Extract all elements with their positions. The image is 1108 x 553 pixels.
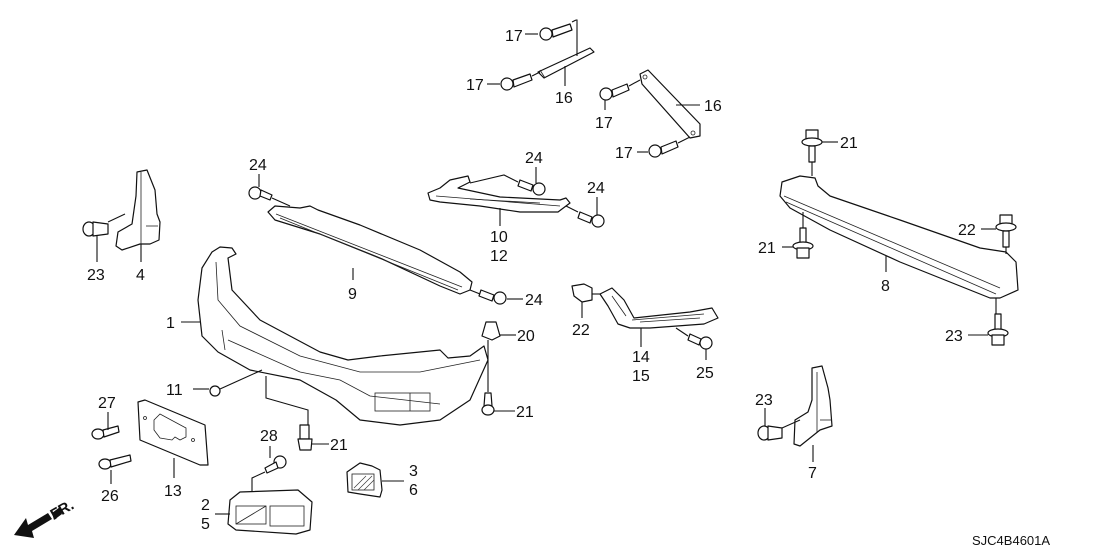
callout-11[interactable]: 11 <box>166 382 183 399</box>
bolt-19[interactable] <box>265 376 313 451</box>
callout-25[interactable]: 25 <box>696 365 714 382</box>
clip-23-left[interactable] <box>82 213 126 237</box>
callout-24[interactable]: 24 <box>249 157 267 174</box>
callouts: 17 17 16 16 17 17 24 24 10 12 24 9 24 <box>87 28 1050 548</box>
part-16-stay-upper[interactable] <box>537 47 595 79</box>
screw-20[interactable] <box>481 392 495 416</box>
callout-7[interactable]: 7 <box>808 465 817 482</box>
part-2-fog-light-garnish[interactable] <box>227 489 313 535</box>
part-7-side-spacer[interactable] <box>793 365 833 447</box>
flange-bolt-21-top[interactable] <box>801 129 823 176</box>
part-10-upper-bracket[interactable] <box>427 175 571 213</box>
callout-13[interactable]: 13 <box>164 483 182 500</box>
callout-26[interactable]: 26 <box>101 488 119 505</box>
callout-6[interactable]: 6 <box>409 482 418 499</box>
bolt-24-bracket-right[interactable] <box>565 205 605 228</box>
bolt-17-right-bottom[interactable] <box>648 136 691 158</box>
callout-28[interactable]: 28 <box>260 428 278 445</box>
callout-12[interactable]: 12 <box>490 248 508 265</box>
callout-5[interactable]: 5 <box>201 516 210 533</box>
callout-17[interactable]: 17 <box>505 28 523 45</box>
callout-17[interactable]: 17 <box>615 145 633 162</box>
callout-21[interactable]: 23 <box>945 328 963 345</box>
tapping-screw-26[interactable] <box>98 454 132 470</box>
callout-20[interactable]: 21 <box>516 404 534 421</box>
part-8-bumper-beam[interactable] <box>779 175 1019 299</box>
callout-2[interactable]: 2 <box>201 497 210 514</box>
callout-21[interactable]: 21 <box>840 135 858 152</box>
bolt-24-beam-right[interactable] <box>469 289 507 305</box>
callout-1[interactable]: 1 <box>166 315 175 332</box>
part-3-fog-light-cover[interactable] <box>346 462 383 498</box>
nut-clip-22[interactable] <box>571 283 600 303</box>
bolt-24-bracket-top[interactable] <box>469 174 546 196</box>
fr-label: FR. <box>48 497 77 524</box>
bolt-24-beam-left[interactable] <box>248 186 291 207</box>
flange-bolt-21-right-bottom[interactable] <box>987 298 1009 346</box>
callout-16[interactable]: 16 <box>704 98 722 115</box>
callout-14[interactable]: 14 <box>632 349 650 366</box>
nut-clip-18[interactable] <box>481 321 501 392</box>
front-direction-arrow: FR. <box>14 497 77 538</box>
callout-8[interactable]: 8 <box>881 278 890 295</box>
flange-bolt-21-left[interactable] <box>792 212 814 259</box>
part-9-upper-beam[interactable] <box>267 205 473 295</box>
part-4-side-spacer[interactable] <box>115 169 161 251</box>
callout-17[interactable]: 17 <box>595 115 613 132</box>
screw-27[interactable] <box>91 425 120 440</box>
callout-3[interactable]: 3 <box>409 463 418 480</box>
callout-24[interactable]: 24 <box>587 180 605 197</box>
bolt-17-top[interactable] <box>539 19 578 56</box>
part-14-side-bracket[interactable] <box>599 287 719 329</box>
callout-10[interactable]: 10 <box>490 229 508 246</box>
clip-23-right[interactable] <box>757 419 801 441</box>
callout-19[interactable]: 21 <box>330 437 348 454</box>
callout-21[interactable]: 21 <box>758 240 776 257</box>
flange-bolt-21-right-top[interactable] <box>995 214 1017 254</box>
screw-28[interactable] <box>251 455 287 492</box>
bolt-17-right-top[interactable] <box>599 79 641 101</box>
callout-21[interactable]: 22 <box>958 222 976 239</box>
diagram-code: SJC4B4601A <box>972 533 1050 548</box>
callout-9[interactable]: 9 <box>348 286 357 303</box>
part-1-bumper-face[interactable] <box>197 246 489 426</box>
part-13-license-plate-base[interactable] <box>137 399 209 466</box>
callout-27[interactable]: 27 <box>98 395 116 412</box>
callout-24[interactable]: 24 <box>525 150 543 167</box>
callout-23[interactable]: 23 <box>755 392 773 409</box>
callout-15[interactable]: 15 <box>632 368 650 385</box>
screw-25[interactable] <box>675 327 713 350</box>
callout-24[interactable]: 24 <box>525 292 543 309</box>
part-16-stay-lower[interactable] <box>639 69 701 139</box>
callout-22[interactable]: 22 <box>572 322 590 339</box>
callout-17[interactable]: 17 <box>466 77 484 94</box>
callout-23[interactable]: 23 <box>87 267 105 284</box>
callout-16[interactable]: 16 <box>555 90 573 107</box>
callout-4[interactable]: 4 <box>136 267 145 284</box>
clip-11[interactable] <box>209 369 263 397</box>
callout-18[interactable]: 20 <box>517 328 535 345</box>
bolt-17-mid[interactable] <box>500 71 541 91</box>
